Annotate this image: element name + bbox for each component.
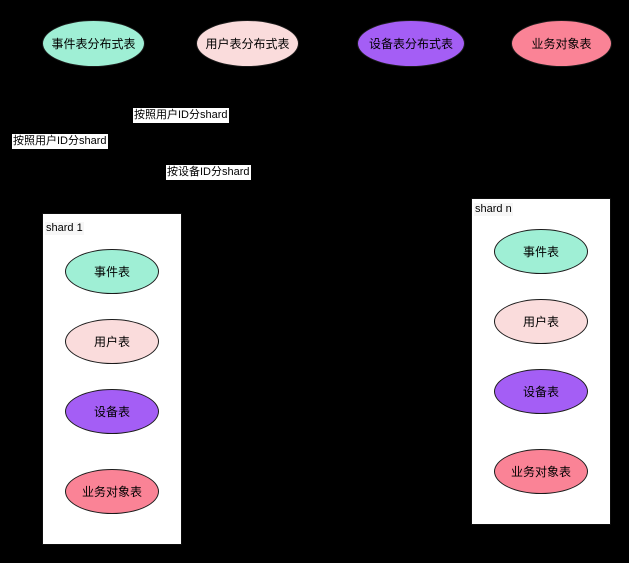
node-event-distributed-table: 事件表分布式表: [42, 20, 145, 67]
shard-title-shard-1: shard 1: [45, 222, 84, 235]
shard-title-shard-n: shard n: [474, 203, 513, 216]
edge-label-shard-by-user-id-2: 按照用户ID分shard: [12, 134, 108, 149]
node-shard-1-business-object-table: 业务对象表: [65, 469, 159, 514]
edge-label-shard-by-user-id-1: 按照用户ID分shard: [133, 108, 229, 123]
node-shard-1-device-table: 设备表: [65, 389, 159, 434]
node-user-distributed-table: 用户表分布式表: [196, 20, 299, 67]
node-shard-n-device-table: 设备表: [494, 369, 588, 414]
node-shard-n-event-table: 事件表: [494, 229, 588, 274]
node-shard-1-user-table: 用户表: [65, 319, 159, 364]
edge-label-shard-by-device-id: 按设备ID分shard: [166, 165, 251, 180]
node-shard-n-business-object-table: 业务对象表: [494, 449, 588, 494]
node-shard-1-event-table: 事件表: [65, 249, 159, 294]
node-shard-n-user-table: 用户表: [494, 299, 588, 344]
node-device-distributed-table: 设备表分布式表: [357, 20, 465, 67]
node-business-object-table: 业务对象表: [511, 20, 612, 67]
